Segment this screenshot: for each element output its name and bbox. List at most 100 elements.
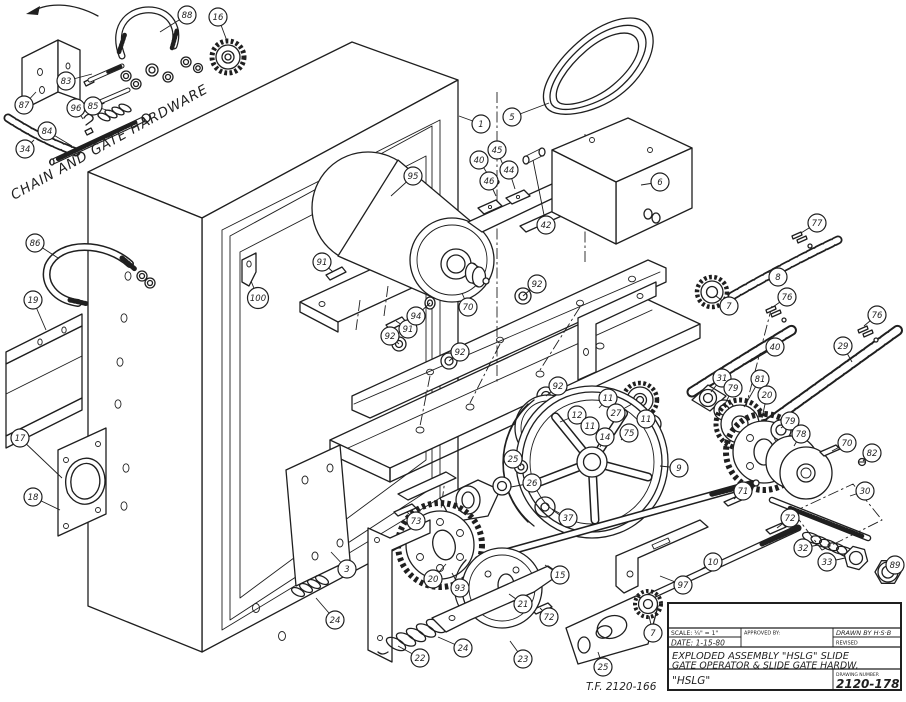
part-balloon-27: 27 [606, 403, 633, 423]
svg-text:72: 72 [544, 613, 555, 623]
svg-text:92: 92 [385, 332, 396, 342]
part-balloon-37: 37 [551, 508, 578, 528]
part-balloon-1: 1 [458, 114, 491, 134]
svg-text:24: 24 [458, 644, 469, 654]
master-link-76b [857, 325, 879, 343]
part-balloon-30: 30 [849, 481, 875, 501]
drawing-number-label: DRAWING NUMBER [836, 672, 879, 678]
svg-text:76: 76 [872, 311, 883, 321]
part-balloon-92: 92 [522, 274, 547, 297]
part-balloon-79: 79 [780, 411, 800, 431]
svg-text:85: 85 [88, 102, 99, 112]
svg-text:31: 31 [717, 374, 728, 384]
angle-bracket-97 [615, 519, 709, 594]
spring-85 [97, 103, 132, 122]
switch-block [477, 199, 503, 215]
u-bolt-88 [115, 6, 180, 60]
svg-text:7: 7 [726, 302, 732, 312]
svg-text:22: 22 [415, 654, 426, 664]
svg-text:20: 20 [762, 391, 773, 401]
part-balloon-26: 26 [510, 473, 542, 493]
part-balloon-46: 46 [479, 171, 499, 197]
svg-text:25: 25 [508, 455, 519, 465]
part-balloon-76: 76 [863, 305, 887, 327]
svg-text:79: 79 [728, 384, 739, 394]
reduction-cluster [691, 384, 833, 500]
part-balloon-6: 6 [640, 172, 670, 192]
svg-text:24: 24 [330, 616, 341, 626]
part-balloon-73: 73 [406, 511, 426, 531]
guide-rail-19 [5, 313, 83, 449]
washers-nuts [120, 56, 204, 90]
sprocket-7-bottom [633, 589, 663, 619]
part-balloon-75: 75 [619, 423, 639, 443]
part-balloon-70: 70 [458, 292, 478, 317]
svg-text:79: 79 [785, 417, 796, 427]
svg-text:11: 11 [603, 394, 614, 404]
svg-text:81: 81 [755, 375, 766, 385]
svg-text:86: 86 [30, 239, 41, 249]
part-balloon-79: 79 [723, 378, 743, 405]
part-balloon-10: 10 [699, 552, 723, 572]
svg-text:76: 76 [782, 293, 793, 303]
svg-text:88: 88 [182, 11, 193, 21]
part-balloon-96: 96 [66, 98, 86, 120]
part-balloon-45: 45 [487, 140, 507, 171]
cabinet [87, 41, 459, 653]
part-balloon-33: 33 [817, 552, 846, 572]
gate-hardware-left [5, 243, 156, 537]
part-balloon-16: 16 [208, 7, 228, 42]
svg-text:44: 44 [504, 166, 515, 176]
part-balloon-8: 8 [767, 267, 788, 287]
svg-text:42: 42 [541, 221, 552, 231]
key-72b [531, 602, 553, 615]
part-balloon-12: 12 [559, 405, 587, 425]
chain-gate-hardware-group [3, 4, 247, 166]
part-balloon-25: 25 [503, 449, 523, 469]
svg-text:30: 30 [860, 487, 871, 497]
bolt-83 [83, 63, 131, 108]
roller-chains [686, 231, 904, 428]
yoke-bracket-22 [367, 519, 431, 663]
part-balloon-84: 84 [37, 121, 73, 147]
svg-text:3: 3 [344, 565, 349, 575]
svg-text:92: 92 [553, 382, 564, 392]
shaft-group [393, 444, 902, 617]
scale-label: SCALE: ¼" = 1" [671, 630, 718, 637]
part-balloon-11: 11 [598, 388, 618, 409]
part-balloon-81: 81 [743, 369, 770, 408]
revised-label: REVISED [836, 641, 858, 647]
part-balloon-97: 97 [659, 575, 693, 595]
svg-text:96: 96 [71, 104, 82, 114]
frame-rails [329, 259, 701, 483]
svg-text:97: 97 [678, 581, 689, 591]
svg-text:25: 25 [598, 663, 609, 673]
part-balloon-40: 40 [749, 337, 785, 363]
svg-text:26: 26 [527, 479, 538, 489]
idler-sprocket-16 [209, 38, 247, 76]
bottom-hardware [285, 444, 709, 665]
drawing-title-line1: EXPLODED ASSEMBLY "HSLG" SLIDE [672, 651, 850, 662]
part-balloon-32: 32 [793, 538, 819, 558]
svg-text:71: 71 [738, 487, 749, 497]
part-balloon-34: 34 [15, 139, 35, 159]
part-balloon-70: 70 [831, 433, 857, 453]
svg-text:40: 40 [474, 156, 485, 166]
part-balloon-11: 11 [580, 416, 600, 436]
svg-text:93: 93 [455, 584, 466, 594]
part-balloon-78: 78 [791, 424, 811, 447]
svg-text:15: 15 [555, 571, 566, 581]
svg-text:8: 8 [775, 273, 781, 283]
clip-96 [83, 113, 94, 136]
spring-32 [801, 531, 857, 559]
svg-text:45: 45 [492, 146, 503, 156]
v-belt [542, 17, 654, 115]
part-balloon-3: 3 [330, 551, 357, 579]
svg-text:37: 37 [563, 514, 574, 524]
part-balloon-17: 17 [10, 428, 63, 479]
part-balloon-95: 95 [390, 166, 423, 197]
svg-text:78: 78 [796, 430, 807, 440]
part-balloon-5: 5 [502, 102, 550, 127]
